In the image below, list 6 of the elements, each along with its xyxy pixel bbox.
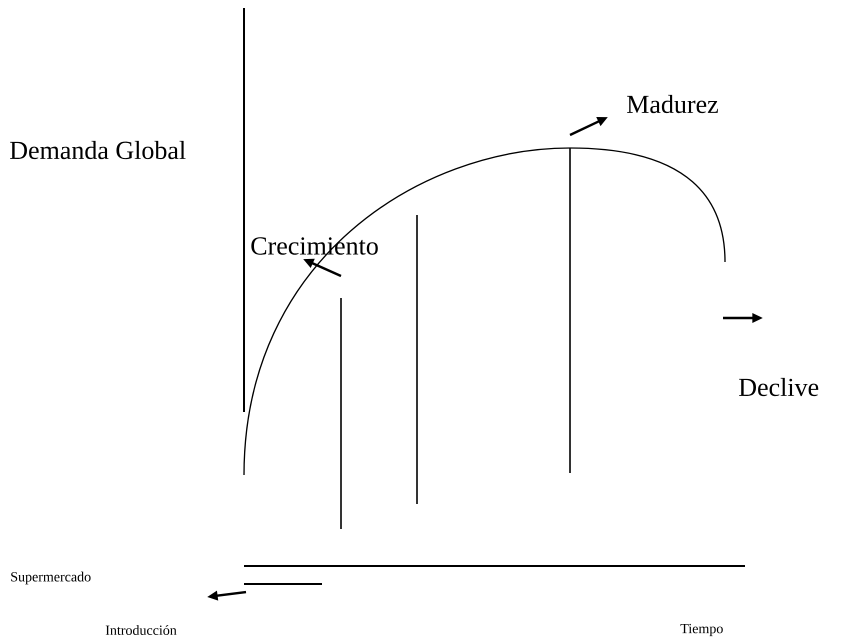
stage-label: Declive [739,378,818,396]
axis-label: Tiempo [680,624,723,636]
axis-label: Demanda Global [10,140,186,160]
stage-label: Introducción [106,625,177,635]
caption-text: Supermercado [11,572,91,584]
stage-label: Madurez [627,94,718,114]
